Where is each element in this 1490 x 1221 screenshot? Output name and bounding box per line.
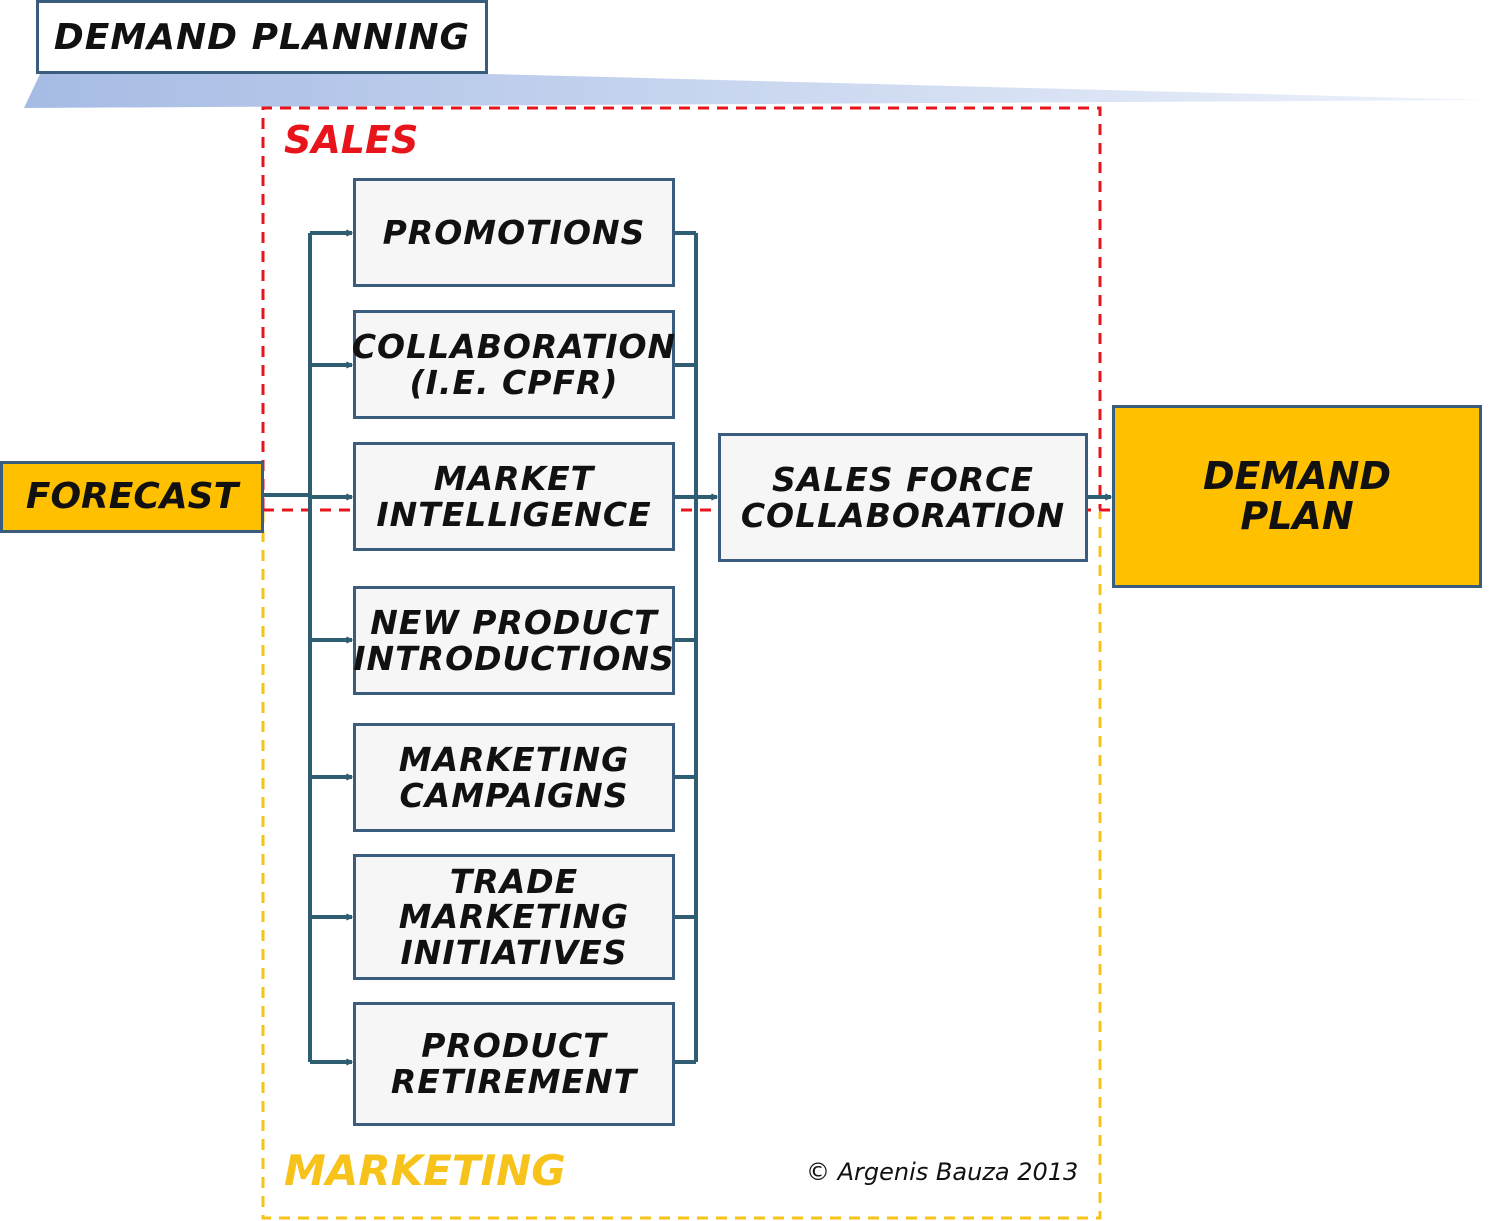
- demand-plan-box: DEMAND PLAN: [1112, 405, 1482, 588]
- sales-region-border: [261, 106, 1102, 509]
- activity-label-line: MARKETING: [398, 897, 630, 937]
- activity-label-line: MARKETING: [398, 739, 630, 779]
- activity-trade-marketing-initiatives: TRADE MARKETING INITIATIVES: [353, 854, 675, 980]
- activity-market-intelligence: MARKET INTELLIGENCE: [353, 442, 675, 551]
- demand-plan-label-line: PLAN: [1240, 493, 1354, 538]
- activity-label-line: TRADE: [449, 861, 579, 901]
- activity-new-product-introductions: NEW PRODUCT INTRODUCTIONS: [353, 586, 675, 695]
- activity-marketing-campaigns: MARKETING CAMPAIGNS: [353, 723, 675, 832]
- collaboration-label-line: COLLABORATION: [740, 495, 1066, 535]
- activity-label-line: INTRODUCTIONS: [353, 638, 675, 678]
- collaboration-label-line: SALES FORCE: [772, 459, 1034, 499]
- activity-label-line: NEW PRODUCT: [370, 602, 658, 642]
- sales-region-label: SALES: [284, 118, 419, 162]
- sales-force-collaboration-box: SALES FORCE COLLABORATION: [718, 433, 1088, 562]
- activity-product-retirement: PRODUCT RETIREMENT: [353, 1002, 675, 1126]
- activity-label-line: RETIREMENT: [390, 1062, 638, 1101]
- forecast-label: FORECAST: [25, 475, 239, 517]
- activity-label-line: PRODUCT: [421, 1026, 607, 1066]
- activity-label-line: INITIATIVES: [400, 932, 628, 972]
- activity-label-line: PROMOTIONS: [382, 212, 646, 252]
- marketing-region-label: MARKETING: [284, 1146, 566, 1195]
- activity-label-line: INTELLIGENCE: [376, 494, 652, 534]
- copyright-notice: © Argenis Bauza 2013: [806, 1158, 1079, 1186]
- page-title: DEMAND PLANNING: [36, 0, 488, 74]
- page-title-text: DEMAND PLANNING: [53, 16, 471, 58]
- header-banner: [24, 74, 1490, 108]
- forecast-box: FORECAST: [0, 461, 264, 533]
- activity-label-line: (I.E. CPFR): [409, 362, 619, 402]
- activity-label-line: MARKET: [433, 458, 595, 498]
- activity-label-line: CAMPAIGNS: [399, 775, 629, 815]
- demand-plan-label-line: DEMAND: [1202, 453, 1392, 498]
- marketing-region-border: [261, 512, 1102, 1220]
- activity-promotions: PROMOTIONS: [353, 178, 675, 287]
- activity-label-line: COLLABORATION: [351, 326, 677, 366]
- activity-collaboration-cpfr: COLLABORATION (I.E. CPFR): [351, 310, 677, 419]
